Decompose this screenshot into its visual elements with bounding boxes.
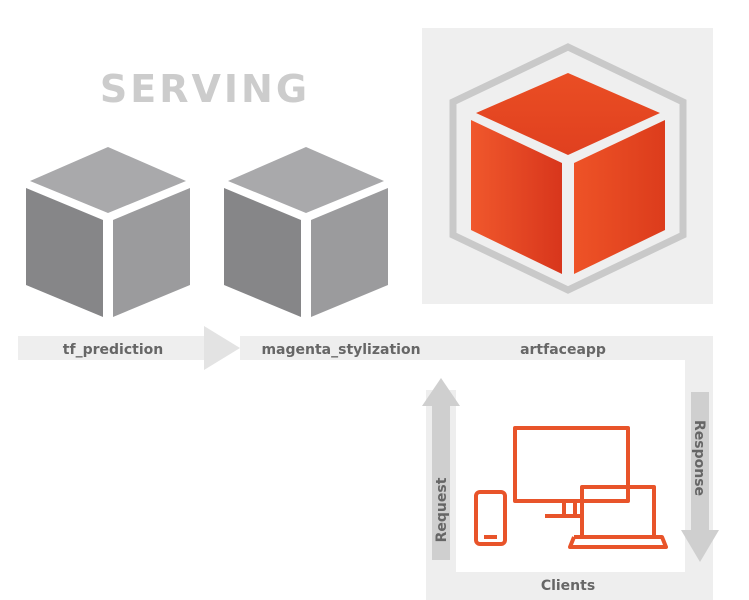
cube-left-face [26, 188, 103, 317]
request-arrow [422, 378, 460, 560]
request-label: Request [434, 477, 450, 542]
devices-icon [474, 426, 668, 549]
cube-top-face [228, 147, 384, 213]
service-label-magenta-stylization: magenta_stylization [261, 342, 420, 358]
service-label-tf-prediction: tf_prediction [63, 342, 163, 358]
cube-icon[interactable] [224, 147, 388, 317]
phone-icon [474, 490, 507, 546]
cube-top-face [30, 147, 186, 213]
page-title: SERVING [100, 67, 310, 111]
flow-arrow [204, 326, 240, 370]
flow-band-right [240, 336, 713, 360]
cube-top-face [476, 73, 660, 155]
service-label-artfaceapp: artfaceapp [520, 342, 606, 358]
response-label: Response [691, 420, 707, 496]
cube-right-face [113, 188, 190, 317]
cube-left-face [224, 188, 301, 317]
cube-icon[interactable] [449, 43, 687, 294]
flow-band-left [18, 336, 204, 360]
cube-right-face [311, 188, 388, 317]
cube-left-face [471, 120, 562, 274]
cube-icon[interactable] [26, 147, 190, 317]
laptop-icon [580, 485, 656, 539]
cube-hex-outline [449, 43, 687, 294]
highlight-panel [422, 28, 713, 304]
response-arrow [681, 392, 719, 562]
monitor-icon [513, 426, 630, 503]
cube-right-face [574, 120, 665, 274]
clients-label: Clients [541, 578, 595, 594]
clients-frame-bottom [426, 572, 713, 600]
